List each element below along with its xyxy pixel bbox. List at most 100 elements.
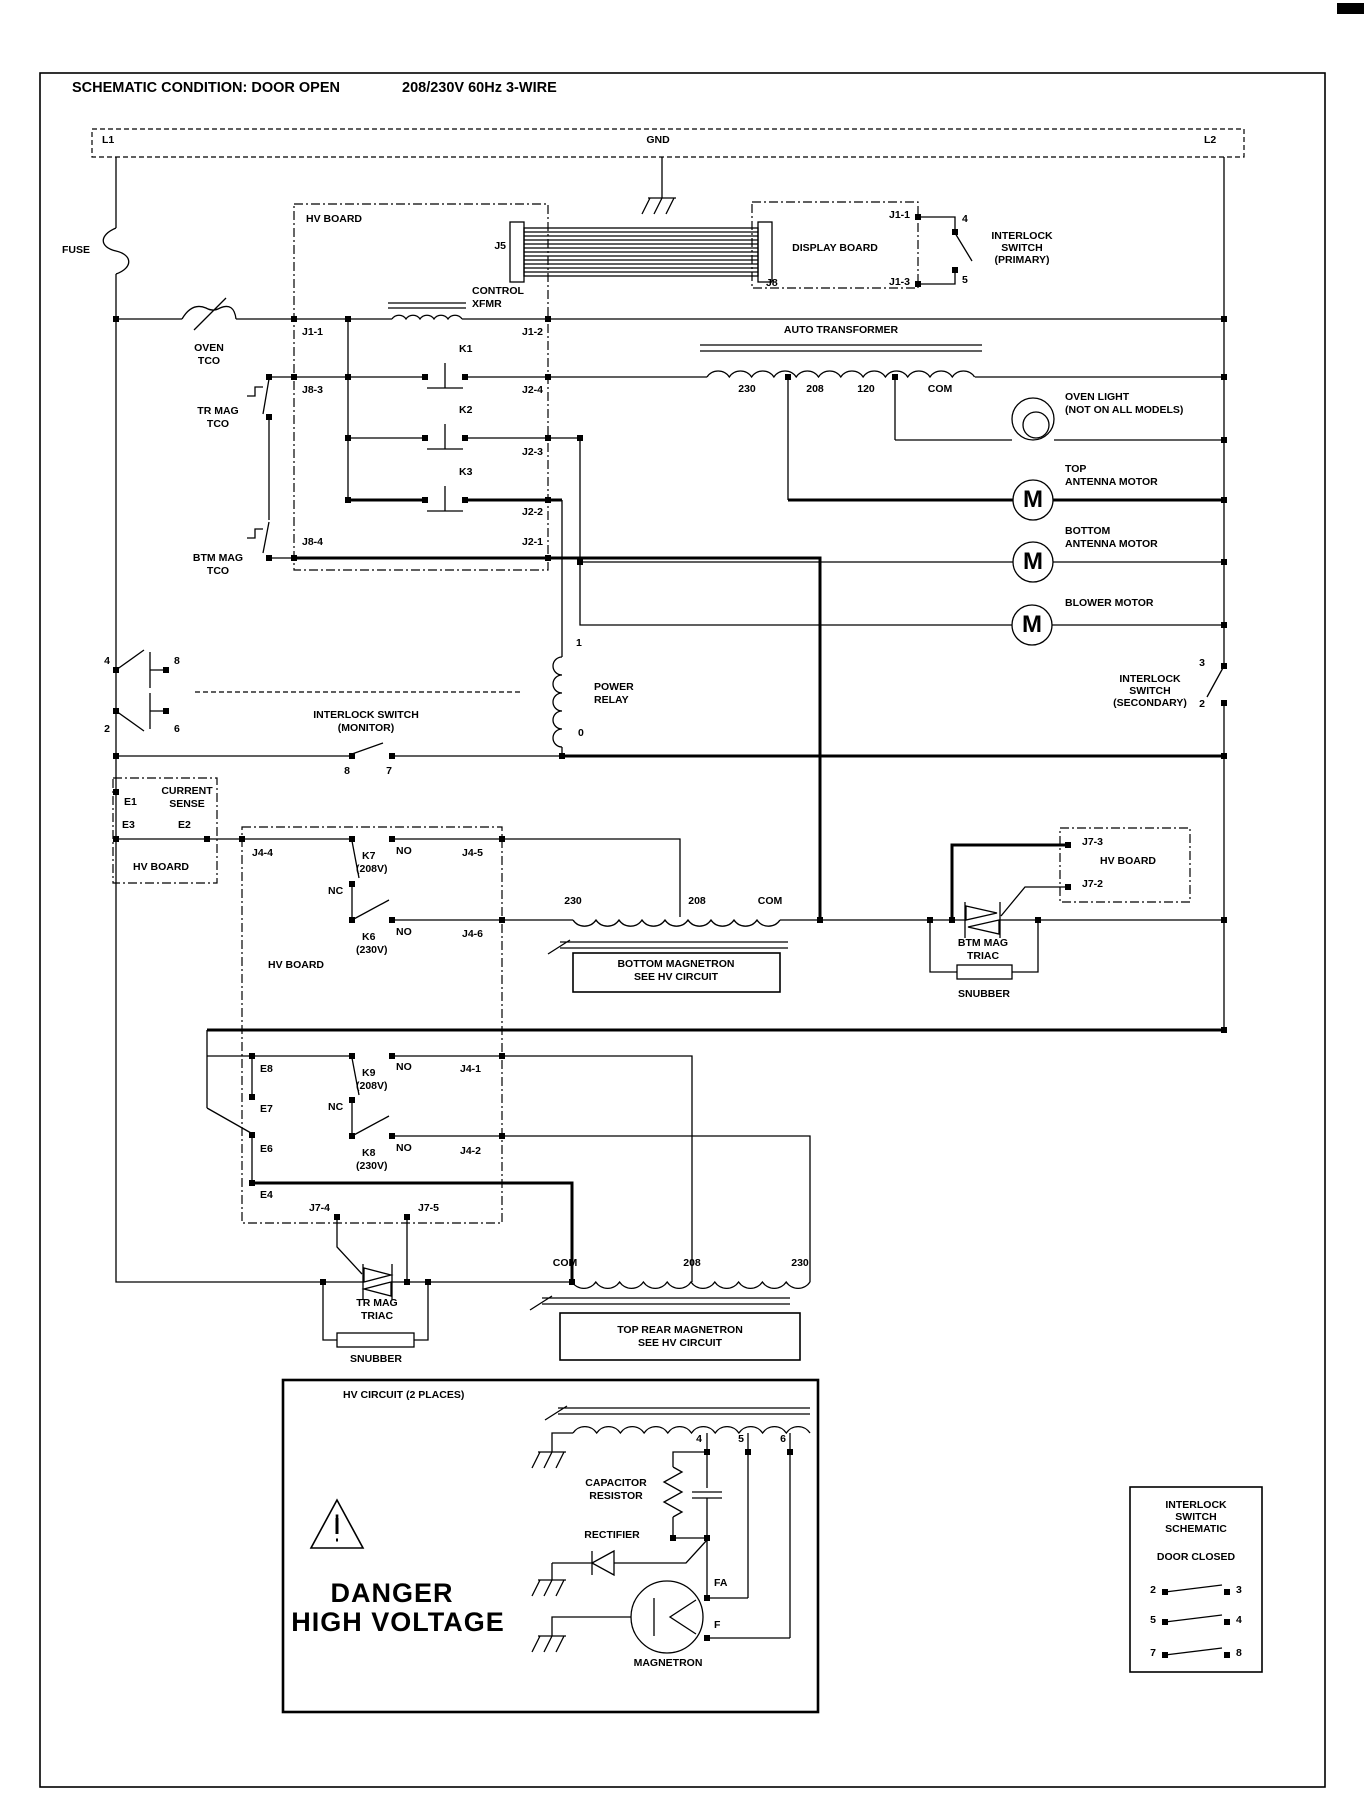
junction-dot <box>404 1279 410 1285</box>
power-relay-terminal-1: 1 <box>576 637 582 649</box>
junction-dot <box>1221 622 1227 628</box>
junction-dot <box>1035 917 1041 923</box>
auto-tap-230: 230 <box>738 383 756 395</box>
bottom-magnetron-box <box>572 952 781 993</box>
junction-dot <box>422 435 428 441</box>
door-closed-label: DOOR CLOSED <box>1156 1551 1236 1563</box>
display-connector <box>757 221 773 283</box>
relay-rows <box>294 319 548 512</box>
rectifier-diode <box>551 1539 708 1580</box>
schem-terminal-7: 7 <box>1150 1647 1156 1659</box>
top-transformer-core <box>529 1295 790 1311</box>
junction-dot <box>249 1180 255 1186</box>
secondary-terminal-2: 2 <box>1199 698 1205 710</box>
bus-gnd-label: GND <box>646 134 670 146</box>
btm-mag-tco-label2: TCO <box>206 565 230 577</box>
current-sense-label: CURRENT <box>161 785 213 797</box>
interlock-primary-switch <box>918 216 973 285</box>
junction-dot <box>704 1595 710 1601</box>
control-xfmr-label2: XFMR <box>472 298 502 310</box>
interlock-secondary-label2: SWITCH <box>1129 685 1171 697</box>
relay-k8-label: K8 <box>362 1147 376 1159</box>
k6-no-label: NO <box>396 926 412 938</box>
interlock-schematic-title3: SCHEMATIC <box>1165 1523 1227 1535</box>
junction-dot <box>349 836 355 842</box>
monitor-terminal-2: 2 <box>104 723 110 735</box>
junction-dot <box>345 316 351 322</box>
top-tap-208: 208 <box>683 1257 701 1269</box>
rectifier-label: RECTIFIER <box>584 1529 640 1541</box>
control-xfmr-core <box>388 302 466 309</box>
pin-j7-2: J7-2 <box>1082 878 1104 890</box>
junction-dot <box>577 559 583 565</box>
junction-dot <box>1162 1652 1168 1658</box>
junction-dot <box>704 1635 710 1641</box>
junction-dot <box>952 229 958 235</box>
junction-dot <box>499 836 505 842</box>
relay-k3-label: K3 <box>459 466 473 478</box>
interlock-schematic-box <box>1129 1486 1263 1673</box>
top-antenna-label2: ANTENNA MOTOR <box>1065 476 1158 488</box>
current-sense-label2: SENSE <box>169 798 205 810</box>
schem-terminal-5: 5 <box>1150 1614 1156 1626</box>
cs-e2: E2 <box>178 819 191 831</box>
magnetron-circle <box>630 1580 704 1654</box>
junction-dot <box>704 1449 710 1455</box>
junction-dot <box>545 374 551 380</box>
pin-j2-3: J2-3 <box>521 446 543 458</box>
interlock-primary-label: INTERLOCK <box>991 230 1053 242</box>
winding-coil <box>391 314 463 321</box>
btm-triac-label: BTM MAG <box>957 937 1009 949</box>
ground-icon <box>531 1451 566 1469</box>
tr-mag-tco-label2: TCO <box>206 418 230 430</box>
schem-terminal-3: 3 <box>1236 1584 1242 1596</box>
k7-k6-contacts <box>242 838 681 921</box>
control-xfmr-label: CONTROL <box>472 285 524 297</box>
oven-light-label: OVEN LIGHT <box>1065 391 1130 403</box>
junction-dot <box>670 1535 676 1541</box>
motor-m-top: M <box>1023 486 1043 513</box>
junction-dot <box>113 667 119 673</box>
pin-j1-2: J1-2 <box>521 326 543 338</box>
fuse-label: FUSE <box>62 244 91 256</box>
bold-wires <box>207 498 1224 1282</box>
pin-j2-1: J2-1 <box>521 536 543 548</box>
junction-dot <box>389 1133 395 1139</box>
oven-light-lamp <box>1011 397 1055 441</box>
pin-j1-1: J1-1 <box>302 326 324 338</box>
junction-dot <box>1221 374 1227 380</box>
junction-dot <box>462 497 468 503</box>
btm-transformer-core <box>547 939 788 955</box>
tr-triac-row <box>322 1264 572 1341</box>
interlock-primary-label3: (PRIMARY) <box>994 254 1050 266</box>
pin-j7-3: J7-3 <box>1082 836 1104 848</box>
junction-dot <box>1221 753 1227 759</box>
hv-board-mid-box <box>241 826 503 1224</box>
primary-terminal-4: 4 <box>962 213 968 225</box>
capacitor-resistor <box>662 1451 722 1598</box>
junction-dot <box>349 881 355 887</box>
terminal-e7: E7 <box>260 1103 273 1115</box>
current-sense-board-label: HV BOARD <box>133 861 190 873</box>
interlock-secondary-label3: (SECONDARY) <box>1113 697 1187 709</box>
junction-dot <box>113 789 119 795</box>
top-antenna-label: TOP <box>1065 463 1087 475</box>
terminal-e8: E8 <box>260 1063 273 1075</box>
junction-dot <box>291 555 297 561</box>
auto-transformer-label: AUTO TRANSFORMER <box>783 324 899 336</box>
winding-coil <box>706 370 976 379</box>
pin-j8-4: J8-4 <box>302 536 324 548</box>
motor-blower <box>1011 604 1053 646</box>
title-rating: 208/230V 60Hz 3-WIRE <box>402 80 557 96</box>
junction-dot <box>1221 1027 1227 1033</box>
auto-transformer-core <box>700 344 982 352</box>
junction-dot <box>389 1053 395 1059</box>
junction-dot <box>577 435 583 441</box>
junction-dot <box>113 753 119 759</box>
relay-k7-voltage: (208V) <box>356 863 388 875</box>
junction-dot <box>266 374 272 380</box>
junction-dot <box>113 836 119 842</box>
hv-terminal-4: 4 <box>696 1433 702 1445</box>
junction-dot <box>291 374 297 380</box>
junction-dot <box>349 753 355 759</box>
